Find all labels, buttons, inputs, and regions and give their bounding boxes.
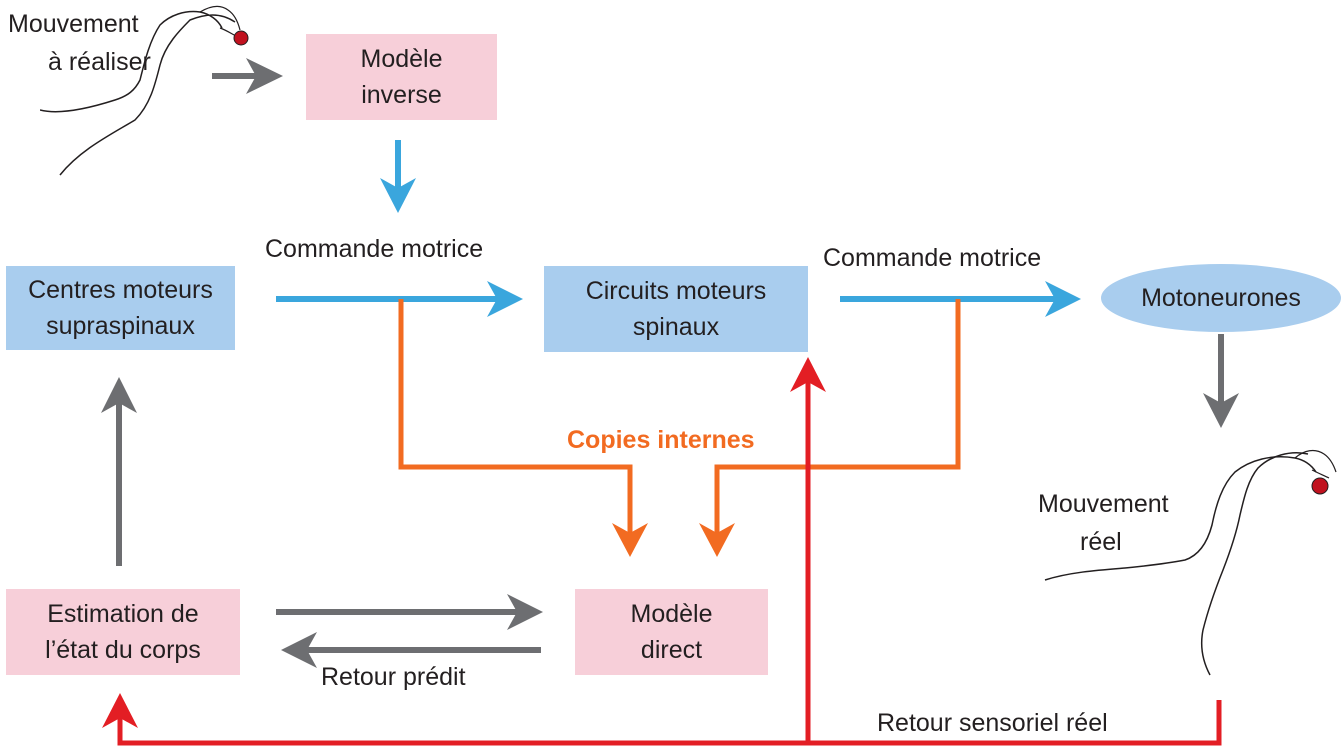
spinal-circuits-box: Circuits moteurs spinaux — [544, 266, 808, 352]
inverse-model-box: Modèle inverse — [306, 34, 497, 120]
forward-model-line2: direct — [640, 636, 703, 664]
supraspinal-centers-box: Centres moteurs supraspinaux — [6, 266, 235, 350]
arrow-motoneurons-down — [1203, 334, 1239, 428]
arrow-estimation-to-supraspinal — [101, 377, 137, 566]
arrow-efference-copy-1 — [398, 299, 648, 557]
desired-movement-line1: Mouvement — [8, 10, 139, 38]
actual-movement-label: Mouvement réel — [1038, 485, 1169, 561]
actual-movement-line1: Mouvement — [1038, 490, 1169, 518]
motor-command-label-1: Commande motrice — [265, 235, 484, 263]
predicted-feedback-label: Retour prédit — [321, 663, 466, 691]
arrow-desired-to-inverse — [212, 58, 283, 94]
state-estimation-line2: l’état du corps — [45, 636, 201, 664]
arm-holding-ball-icon — [1044, 449, 1337, 676]
motoneurons-label: Motoneurones — [1141, 284, 1301, 312]
desired-movement-line2: à réaliser — [48, 48, 151, 76]
arrow-forward-to-estimation — [281, 632, 541, 668]
supraspinal-line2: supraspinaux — [46, 312, 195, 340]
motoneurons-ellipse: Motoneurones — [1101, 264, 1341, 332]
actual-movement-line2: réel — [1080, 528, 1122, 556]
inverse-model-line2: inverse — [361, 81, 442, 109]
forward-model-box: Modèle direct — [575, 589, 768, 675]
supraspinal-line1: Centres moteurs — [28, 276, 213, 304]
arrow-efference-copy-2 — [699, 299, 961, 557]
spinal-line1: Circuits moteurs — [585, 277, 767, 305]
arm-holding-ball-icon — [40, 5, 249, 176]
motor-command-label-2: Commande motrice — [823, 244, 1042, 272]
arrow-estimation-to-forward — [276, 594, 543, 630]
arrow-spinal-to-motoneurons — [840, 281, 1081, 317]
state-estimation-box: Estimation de l’état du corps — [6, 589, 240, 675]
forward-model-line1: Modèle — [630, 600, 713, 628]
efference-copies-label: Copies internes — [567, 426, 755, 454]
state-estimation-line1: Estimation de — [47, 600, 199, 628]
desired-movement-label: Mouvement à réaliser — [8, 5, 151, 81]
inverse-model-line1: Modèle — [360, 45, 443, 73]
arrow-inverse-to-command — [380, 140, 416, 213]
sensory-feedback-label: Retour sensoriel réel — [877, 709, 1108, 737]
arrow-sensory-feedback — [102, 357, 1222, 746]
arrow-supraspinal-to-spinal — [276, 281, 523, 317]
spinal-line2: spinaux — [632, 313, 720, 341]
